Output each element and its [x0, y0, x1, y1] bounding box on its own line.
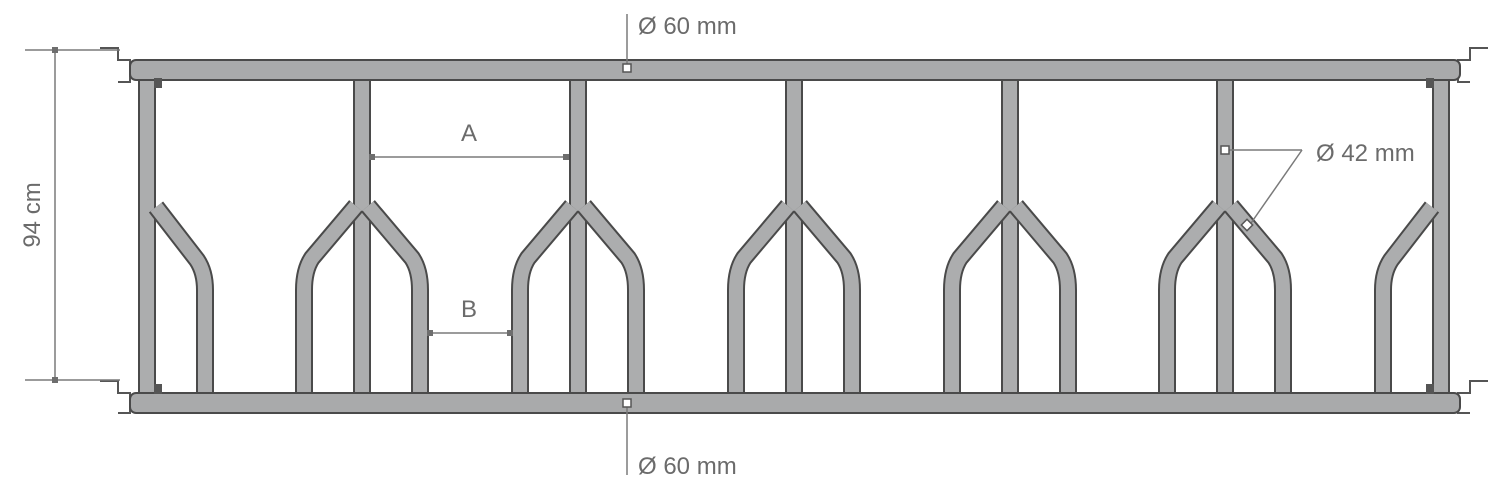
clamp-bottom-right	[1426, 384, 1434, 394]
height-tick-bottom	[52, 377, 58, 383]
mounting-brackets	[100, 47, 1488, 414]
spacing-a-label: A	[461, 120, 477, 147]
spacing-a-tick-right	[563, 154, 569, 160]
bracket-bottom-right	[1457, 380, 1488, 414]
bars-group	[138, 80, 1450, 393]
bracket-top-left	[100, 47, 131, 83]
bar-callout-marker-angled	[1240, 218, 1254, 232]
angled-bar-left-end	[150, 202, 212, 393]
height-dimension	[25, 47, 120, 383]
bracket-bottom-left	[100, 380, 131, 414]
branch-right-5	[1225, 201, 1290, 393]
height-label: 94 cm	[19, 182, 46, 247]
branch-left-1	[297, 201, 362, 393]
spacing-b-tick-left	[427, 330, 433, 336]
bar-diameter-callout	[1220, 145, 1303, 232]
bar-callout-marker-vertical	[1220, 145, 1230, 155]
top-diameter-label: Ø 60 mm	[638, 13, 737, 40]
angled-bar-right-end	[1376, 202, 1438, 393]
bottom-diameter-label: Ø 60 mm	[638, 453, 737, 480]
bottom-rail	[129, 392, 1461, 414]
branch-right-3	[794, 201, 859, 393]
branch-right-2	[578, 201, 643, 393]
branch-left-2	[513, 201, 578, 393]
clamp-top-right	[1426, 78, 1434, 88]
height-tick-top	[52, 47, 58, 53]
branch-left-5	[1160, 201, 1225, 393]
spacing-a-dimension	[369, 154, 569, 160]
bar-callout-diagonal	[1248, 149, 1303, 227]
bracket-top-right	[1457, 47, 1488, 83]
clamp-top-left	[154, 78, 162, 88]
top-rail	[129, 59, 1461, 81]
clamp-bottom-left	[154, 384, 162, 394]
branch-right-4	[1010, 201, 1075, 393]
bottom-callout-marker	[622, 398, 632, 408]
spacing-a-tick-left	[369, 154, 375, 160]
corner-clamps	[154, 78, 1434, 394]
spacing-b-label: B	[461, 296, 477, 323]
spacing-b-tick-right	[507, 330, 513, 336]
branch-left-4	[945, 201, 1010, 393]
branch-right-1	[362, 201, 427, 393]
branch-left-3	[729, 201, 794, 393]
top-callout-marker	[622, 63, 632, 73]
spacing-b-dimension	[427, 330, 513, 336]
bar-diameter-label: Ø 42 mm	[1316, 140, 1415, 167]
